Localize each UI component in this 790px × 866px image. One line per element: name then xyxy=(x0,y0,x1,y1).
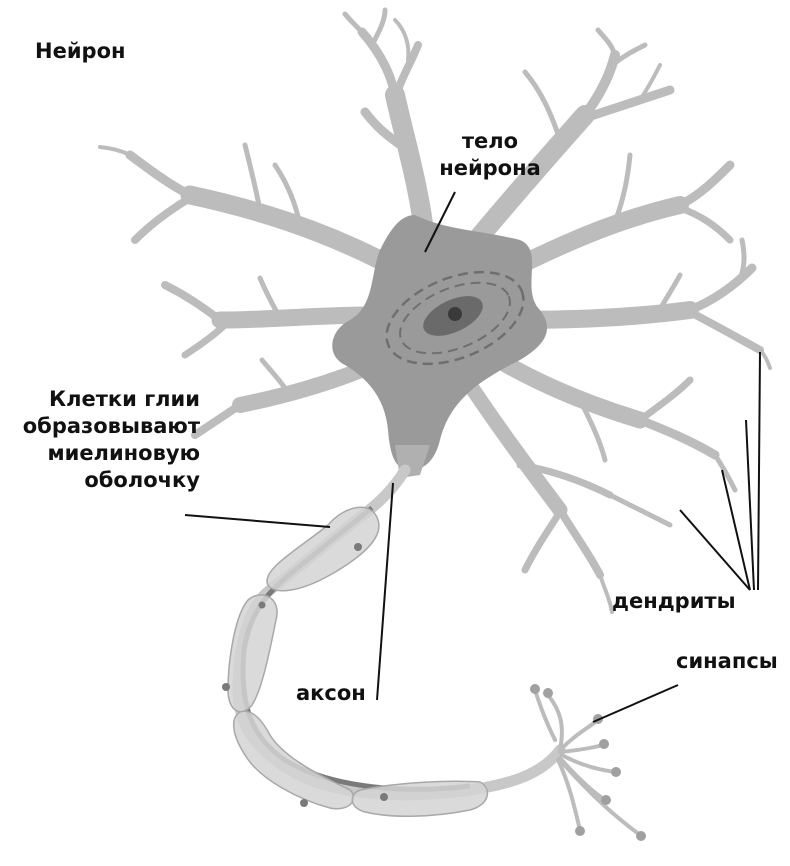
dendrite-right-lower-branch xyxy=(635,415,720,460)
dendrite-top-side xyxy=(360,107,413,155)
dendrite-top-right-twig xyxy=(522,69,563,143)
schwann-nucleus xyxy=(258,601,266,609)
synapse-bouton xyxy=(611,767,621,777)
synapse-bouton xyxy=(636,831,646,841)
label-axon: аксон xyxy=(296,681,366,705)
label-glia-line: образовывают xyxy=(22,414,200,438)
synapse-boutons xyxy=(530,684,646,841)
dendrite-left-middle-branch xyxy=(161,281,224,324)
dendrite-left-upper-twig xyxy=(272,162,303,228)
leader-glia xyxy=(184,514,331,528)
dendrite-right-middle-branch xyxy=(685,263,757,315)
ranvier-nodes xyxy=(222,543,388,807)
diagram-title: Нейрон xyxy=(35,39,126,63)
synapse-bouton xyxy=(543,688,553,698)
myelin-segment xyxy=(227,594,278,713)
dendrite-right-middle-twig xyxy=(758,348,772,370)
terminal-branch xyxy=(558,758,642,837)
label-glia: Клетки глии образовывают миелиновую обол… xyxy=(5,386,200,494)
leader-dendrite-1 xyxy=(679,509,751,591)
dendrite-bottom-right-branch xyxy=(516,461,614,499)
dendrite-bottom-right xyxy=(462,377,568,518)
leader-dendrite-4 xyxy=(757,351,761,591)
dendrite-top-twig xyxy=(342,11,365,35)
nucleolus-ring-inner xyxy=(399,281,511,355)
dendrite-top-twig xyxy=(369,7,388,48)
myelin-segment xyxy=(351,780,489,818)
label-glia-line: Клетки глии xyxy=(48,387,200,411)
schwann-nucleus xyxy=(222,683,230,691)
dendrite-left-upper-twig xyxy=(242,142,263,213)
dendrite-bottom-right-twig xyxy=(598,573,614,614)
terminal-branch xyxy=(546,693,564,752)
schwann-nucleus xyxy=(354,543,362,551)
dendrite-left-upper-branch xyxy=(125,150,195,200)
dendrite-right-lower-branch xyxy=(636,376,694,424)
synapse-bouton xyxy=(601,795,611,805)
dendrite-right-lower-twig xyxy=(712,452,738,493)
dendrite-right-lower-twig xyxy=(577,397,608,463)
label-soma-line: тело xyxy=(461,129,519,153)
dendrite-top-right-twig xyxy=(595,27,618,58)
dendrite-right-middle-twig xyxy=(737,237,747,283)
leader-soma xyxy=(424,191,456,253)
dendrite-top-right-twig xyxy=(609,42,648,68)
dendrite-top-branch xyxy=(357,27,400,100)
label-soma: тело нейрона xyxy=(420,128,560,182)
nucleolus-ring-outer xyxy=(385,270,525,366)
leader-dendrite-2 xyxy=(721,469,751,591)
synapse-bouton xyxy=(575,826,585,836)
terminal-branch xyxy=(556,758,582,832)
dendrite-top-twig xyxy=(393,18,411,62)
dendrite-right-upper-branch xyxy=(676,204,734,244)
dendrite-left-middle-branch xyxy=(181,316,234,359)
dendrite-right-upper-branch xyxy=(675,160,735,210)
dendrite-left-upper-twig xyxy=(98,145,132,157)
label-dendrites: дендриты xyxy=(612,589,736,613)
dendrite-top-right-twig xyxy=(638,63,662,102)
dendrite-bottom-right-branch xyxy=(556,506,604,579)
nucleolus xyxy=(448,307,462,321)
myelin-segment xyxy=(266,506,380,592)
dendrite-top-right xyxy=(460,105,595,258)
dendrite-right-middle-twig xyxy=(652,272,683,321)
dendrite-right-lower xyxy=(481,346,649,429)
dendrite-left-lower-branch xyxy=(191,401,244,439)
label-glia-line: оболочку xyxy=(84,468,200,492)
synapse-bouton xyxy=(599,739,609,749)
dendrite-right-middle-branch xyxy=(686,308,764,354)
dendrite-left-upper xyxy=(180,185,390,270)
leader-synapses xyxy=(592,684,679,723)
dendrite-top-right-branch xyxy=(580,50,620,120)
leader-axon xyxy=(376,482,394,701)
label-synapses: синапсы xyxy=(676,649,778,673)
dendrite-left-middle xyxy=(211,306,379,329)
label-soma-line: нейрона xyxy=(439,156,541,180)
dendrite-top-right-branch xyxy=(580,85,675,123)
soma xyxy=(332,215,548,470)
dendrite-right-upper-twig xyxy=(612,152,633,225)
dendrite-left-lower-twig xyxy=(259,357,293,398)
myelin-sheaths xyxy=(227,506,489,818)
dendrite-top-branch xyxy=(391,41,422,104)
dendrite-left-middle-twig xyxy=(257,275,283,321)
synapse-bouton xyxy=(530,684,540,694)
leader-dendrite-3 xyxy=(745,419,755,591)
leader-lines xyxy=(184,191,761,723)
dendrite-bottom-right-twig xyxy=(607,492,673,528)
schwann-nucleus xyxy=(380,793,388,801)
dendrite-bottom-right-branch xyxy=(521,508,564,574)
label-glia-line: миелиновую xyxy=(47,441,200,465)
schwann-nucleus xyxy=(300,799,308,807)
myelin-segment xyxy=(233,710,355,810)
dendrite-left-upper-branch xyxy=(131,194,194,244)
axon xyxy=(232,464,566,801)
